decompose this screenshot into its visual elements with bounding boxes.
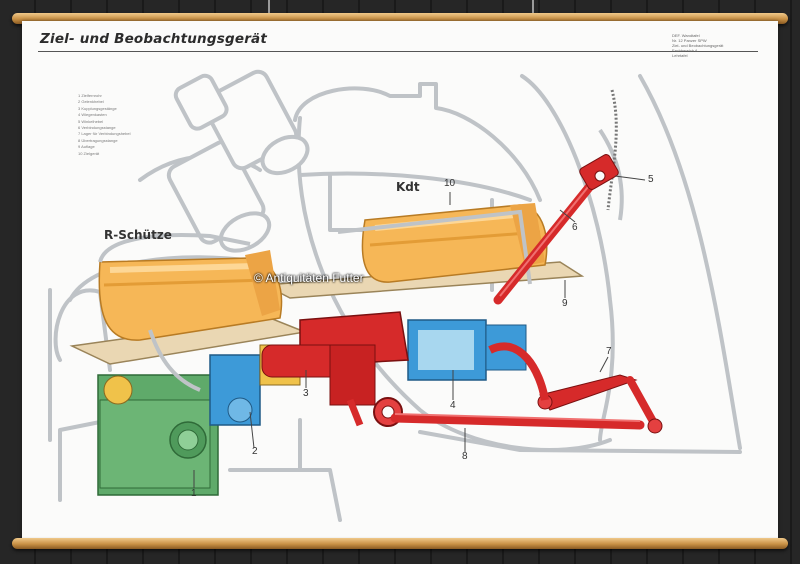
callout-7: 7	[606, 346, 612, 357]
title-rule	[38, 51, 758, 52]
chart-title: Ziel- und Beobachtungsgerät	[40, 31, 268, 47]
hull-outline	[48, 74, 742, 522]
parts-legend: 1 Zielfernrohr 2 Gelenkhebel 3 Kupplungs…	[78, 93, 130, 157]
legend-item: 6 Verbindungsstange	[78, 125, 116, 131]
meta-line: Nr. 12 Panzer SPW	[672, 38, 707, 43]
callout-leaders	[193, 175, 646, 488]
meta-line: Fachbereich A	[672, 48, 698, 53]
callout-8: 8	[462, 451, 468, 462]
hanging-cord	[532, 0, 534, 14]
callout-1: 1	[191, 488, 197, 499]
legend-item: 8 Übertragungsstange	[78, 137, 118, 143]
red-linkage	[261, 154, 663, 434]
top-wooden-rod	[12, 13, 788, 24]
callout-3: 3	[303, 388, 309, 399]
legend-item: 1 Zielfernrohr	[78, 93, 102, 98]
callout-2: 2	[252, 446, 258, 457]
sight-unit-rschuetze	[98, 250, 283, 341]
callout-9: 9	[562, 298, 568, 309]
label-rschuetze: R-Schütze	[104, 228, 172, 242]
legend-item: 3 Kupplungsgestänge	[78, 105, 117, 111]
periscope-tubes	[166, 69, 624, 253]
legend-item: 10 Zielgerät	[78, 150, 100, 156]
watermark: © Antiquitäten Futter	[254, 271, 364, 285]
meta-line: DEF. Wandtafel	[672, 33, 700, 38]
legend-item: 9 Auflage	[78, 144, 95, 150]
label-kdt: Kdt	[396, 180, 420, 194]
publisher-info: DEF. Wandtafel Nr. 12 Panzer SPW Ziel- u…	[672, 33, 752, 58]
legend-item: 7 Lager für Verbindungshebel	[78, 131, 131, 137]
legend-item: 4 Wiegenkasten	[78, 112, 107, 118]
callout-10: 10	[444, 178, 456, 189]
bottom-wooden-rod	[12, 538, 788, 549]
callout-6: 6	[572, 222, 578, 233]
legend-item: 5 Winkelhebel	[78, 118, 104, 124]
drive-chain	[606, 89, 618, 211]
hanging-cord	[268, 0, 270, 14]
callout-5: 5	[648, 174, 654, 185]
callout-4: 4	[450, 400, 456, 411]
legend-item: 2 Gelenkhebel	[78, 99, 104, 105]
meta-line: Lehrtafel	[672, 53, 688, 58]
meta-line: Ziel- und Beobachtungsgerät	[672, 43, 724, 48]
